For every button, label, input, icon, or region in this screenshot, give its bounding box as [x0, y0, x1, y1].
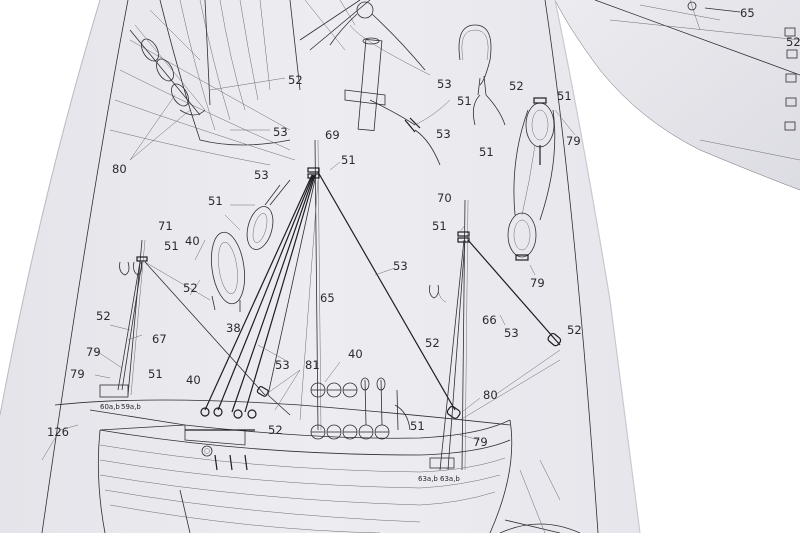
callout-65-b: 65 — [740, 6, 755, 20]
callout-52-b: 52 — [509, 79, 524, 93]
callout-79-e: 79 — [473, 435, 488, 449]
callout-38: 38 — [226, 321, 241, 335]
callout-51-c: 51 — [479, 145, 494, 159]
knot-detail — [458, 24, 506, 126]
callout-51-b: 51 — [557, 89, 572, 103]
callout-53-c: 53 — [436, 127, 451, 141]
leader-lines — [41, 161, 506, 461]
callout-52-h: 52 — [786, 35, 800, 49]
callout-66: 66 — [482, 313, 497, 327]
callout-40-a: 40 — [185, 234, 200, 248]
ship-rigging — [117, 139, 562, 471]
mark-63ab-a: 63a,b — [418, 475, 438, 483]
callout-52-a: 52 — [288, 73, 303, 87]
callout-53-b: 53 — [437, 77, 452, 91]
callout-69: 69 — [325, 128, 340, 142]
deck-pins-detail — [310, 377, 411, 440]
callout-53-e: 53 — [275, 358, 290, 372]
mark-60ab: 60a,b — [100, 403, 120, 411]
callout-40-c: 40 — [348, 347, 363, 361]
callout-126: 126 — [47, 425, 69, 439]
callout-53-a: 53 — [273, 125, 288, 139]
callout-51-g: 51 — [148, 367, 163, 381]
second-sheet — [554, 0, 800, 191]
callout-52-c: 52 — [183, 281, 198, 295]
callout-79-b: 79 — [530, 276, 545, 290]
callout-51-a: 51 — [457, 94, 472, 108]
callout-52-e: 52 — [567, 323, 582, 337]
ship-hull — [54, 384, 581, 533]
callout-51-f: 51 — [164, 239, 179, 253]
callout-53-f: 53 — [393, 259, 408, 273]
callout-79-c: 79 — [86, 345, 101, 359]
callout-79-a: 79 — [566, 134, 581, 148]
callout-71: 71 — [158, 219, 173, 233]
block-tackle-detail — [507, 97, 576, 276]
callout-81: 81 — [305, 358, 320, 372]
callout-51-d: 51 — [341, 153, 356, 167]
callout-51-h: 51 — [432, 219, 447, 233]
mark-63ab-b: 63a,b — [440, 475, 460, 483]
upper-left-detail — [109, 0, 301, 166]
callout-52-f: 52 — [425, 336, 440, 350]
mark-59ab: 59a,b — [121, 403, 141, 411]
callout-51-i: 51 — [410, 419, 425, 433]
shroud-block-detail — [194, 179, 291, 312]
callout-65: 65 — [320, 291, 335, 305]
callout-80-b: 80 — [483, 388, 498, 402]
callout-53-g: 53 — [504, 326, 519, 340]
callout-52-g: 52 — [268, 423, 283, 437]
callout-40-b: 40 — [186, 373, 201, 387]
callout-51-e: 51 — [208, 194, 223, 208]
callout-labels: 52 53 80 53 53 51 52 51 79 51 79 69 51 5… — [47, 6, 800, 483]
callout-52-d: 52 — [96, 309, 111, 323]
callout-67: 67 — [152, 332, 167, 346]
callout-79-d: 79 — [70, 367, 85, 381]
callout-70: 70 — [437, 191, 452, 205]
callout-53-d: 53 — [254, 168, 269, 182]
belaying-detail — [299, 0, 451, 166]
callout-80-a: 80 — [112, 162, 127, 176]
